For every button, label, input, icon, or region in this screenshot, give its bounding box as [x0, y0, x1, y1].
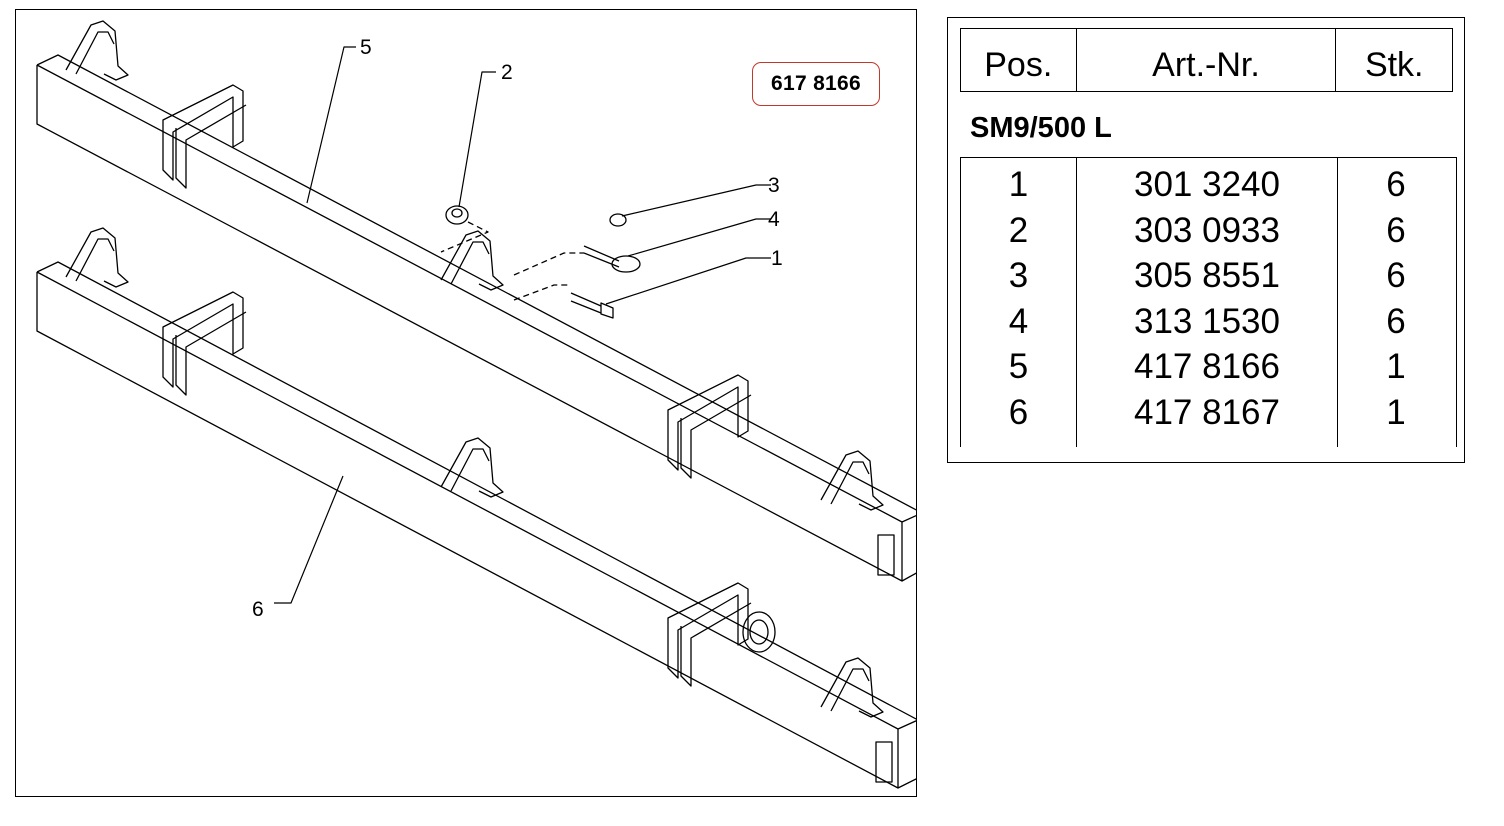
- callout-6: 6: [252, 598, 264, 621]
- callout-1: 1: [771, 247, 783, 270]
- table-header: Pos. Art.-Nr. Stk.: [960, 28, 1453, 92]
- callout-4: 4: [768, 208, 780, 231]
- table-body: 1 2 3 4 5 6 301 3240 303 0933 305 8551 3…: [960, 157, 1457, 447]
- drawing-canvas: 5 2 3 4 1 6: [36, 20, 916, 789]
- table-cell-art-nr: 417 8167: [1134, 392, 1280, 432]
- table-cell-stk: 1: [1386, 347, 1406, 386]
- table-cell-stk: 6: [1386, 210, 1406, 250]
- model-title: SM9/500 L: [970, 112, 1112, 144]
- hardware-parts: [445, 205, 641, 319]
- column-pos: 1 2 3 4 5 6: [961, 158, 1076, 447]
- lower-beam-brackets: [65, 227, 884, 718]
- header-pos: Pos.: [984, 46, 1053, 84]
- assembly-lines: [440, 221, 584, 301]
- upper-frame-beam: [36, 54, 916, 582]
- table-cell-pos: 5: [1008, 347, 1029, 386]
- ring-part-3: [609, 213, 627, 227]
- exploded-view-drawing: 5 2 3 4 1 6: [15, 9, 917, 797]
- callout-3: 3: [768, 174, 780, 197]
- lower-frame-beam: [36, 261, 916, 789]
- bolt-part-1: [570, 292, 602, 307]
- table-cell-art-nr: 303 0933: [1134, 210, 1280, 250]
- header-art-nr: Art.-Nr.: [1075, 29, 1336, 91]
- table-cell-art-nr: 305 8551: [1134, 256, 1280, 295]
- table-cell-pos: 4: [1008, 301, 1029, 341]
- table-cell-pos: 6: [1008, 392, 1029, 432]
- column-stk: 6 6 6 6 1 1: [1337, 158, 1454, 447]
- assembly-number-badge: 617 8166: [752, 62, 880, 106]
- pin-part-4: [583, 245, 620, 262]
- table-cell-pos: 2: [1008, 210, 1029, 250]
- parts-table: Pos. Art.-Nr. Stk. SM9/500 L 1 2 3 4 5 6…: [947, 17, 1465, 463]
- table-cell-stk: 6: [1386, 165, 1406, 204]
- table-cell-art-nr: 313 1530: [1134, 301, 1280, 341]
- callout-5: 5: [360, 36, 372, 59]
- table-cell-stk: 6: [1386, 256, 1406, 295]
- leader-lines: [274, 46, 771, 604]
- upper-beam-brackets: [65, 20, 884, 511]
- column-art-nr: 301 3240 303 0933 305 8551 313 1530 417 …: [1076, 158, 1337, 447]
- table-cell-art-nr: 417 8166: [1134, 347, 1280, 386]
- callout-2: 2: [501, 61, 513, 84]
- table-cell-pos: 3: [1008, 256, 1029, 295]
- table-cell-stk: 6: [1386, 301, 1406, 341]
- table-cell-pos: 1: [1008, 165, 1029, 204]
- header-stk: Stk.: [1335, 29, 1452, 91]
- table-cell-stk: 1: [1386, 392, 1406, 432]
- nut-part-2: [445, 205, 469, 225]
- table-cell-art-nr: 301 3240: [1134, 165, 1280, 204]
